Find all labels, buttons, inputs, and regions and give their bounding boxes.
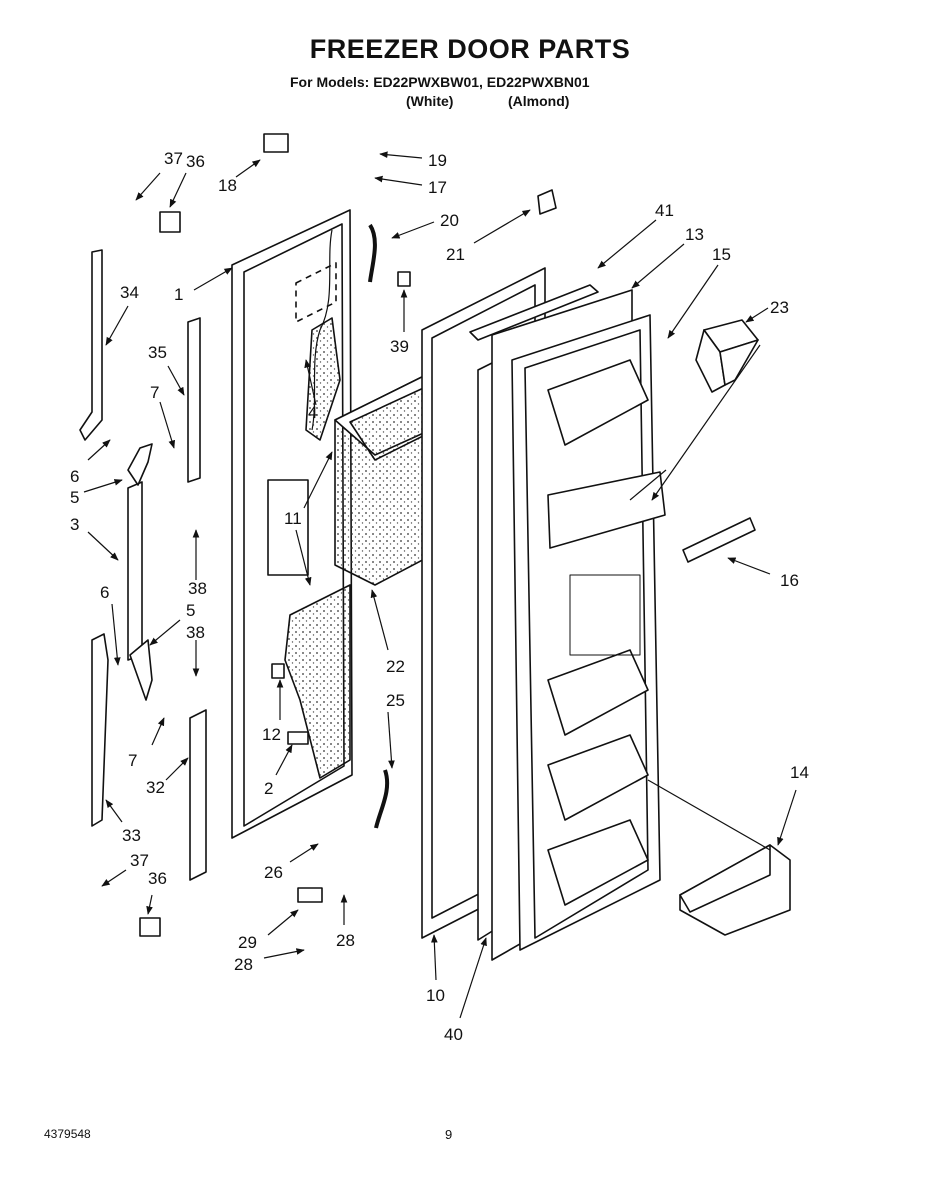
- hinge-lower: [129, 639, 153, 701]
- trim-strip-32: [189, 709, 207, 881]
- color-almond-label: (Almond): [508, 93, 570, 109]
- callout-28: 28: [336, 931, 355, 950]
- callout-17: 17: [428, 178, 447, 197]
- clip-36-upper: [159, 211, 181, 233]
- clip-12: [271, 663, 285, 679]
- hinge-upper: [127, 443, 153, 486]
- door-rail: [682, 517, 756, 563]
- callout-38: 38: [186, 623, 205, 642]
- callout-6: 6: [100, 583, 109, 602]
- callout-5: 5: [70, 488, 79, 507]
- page-number: 9: [445, 1127, 453, 1142]
- callout-1: 1: [174, 285, 183, 304]
- callout-40: 40: [444, 1025, 463, 1044]
- callout-37: 37: [130, 851, 149, 870]
- callout-15: 15: [712, 245, 731, 264]
- top-strip: [469, 284, 599, 341]
- trim-strip-3: [127, 481, 143, 661]
- callout-36: 36: [148, 869, 167, 888]
- page-title: FREEZER DOOR PARTS: [309, 34, 631, 64]
- callout-41: 41: [655, 201, 674, 220]
- model-list: For Models: ED22PWXBW01, ED22PWXBN01: [290, 74, 590, 90]
- callout-14: 14: [790, 763, 809, 782]
- callout-32: 32: [146, 778, 165, 797]
- callout-19: 19: [428, 151, 447, 170]
- callout-37: 37: [164, 149, 183, 168]
- trim-strip-33: [91, 633, 109, 827]
- callout-34: 34: [120, 283, 139, 302]
- callout-39: 39: [390, 337, 409, 356]
- bushing-21: [537, 189, 557, 215]
- callout-38: 38: [188, 579, 207, 598]
- callout-28: 28: [234, 955, 253, 974]
- callout-29: 29: [238, 933, 257, 952]
- document-number: 4379548: [44, 1127, 91, 1141]
- hinge-pin-2: [287, 731, 309, 745]
- callout-22: 22: [386, 657, 405, 676]
- color-white-label: (White): [406, 93, 454, 109]
- hinge-29: [297, 887, 323, 903]
- callout-11: 11: [284, 509, 302, 528]
- connector-18: [263, 133, 289, 153]
- ice-chute: [695, 319, 759, 393]
- callout-18: 18: [218, 176, 237, 195]
- clip-39: [397, 271, 411, 287]
- door-bin: [679, 844, 791, 936]
- callout-33: 33: [122, 826, 141, 845]
- callout-4: 4: [308, 403, 317, 422]
- callout-23: 23: [770, 298, 789, 317]
- callout-36: 36: [186, 152, 205, 171]
- callout-21: 21: [446, 245, 465, 264]
- callout-3: 3: [70, 515, 79, 534]
- callout-16: 16: [780, 571, 799, 590]
- clip-36-lower: [139, 917, 161, 937]
- callout-20: 20: [440, 211, 459, 230]
- callout-26: 26: [264, 863, 283, 882]
- callout-6: 6: [70, 467, 79, 486]
- tube-20: [368, 223, 377, 283]
- tube-25: [374, 769, 390, 829]
- door-panel: [231, 209, 353, 839]
- trim-strip-34: [79, 249, 103, 441]
- callout-7: 7: [150, 383, 159, 402]
- callout-10: 10: [426, 986, 445, 1005]
- door-liner: [511, 314, 666, 951]
- callout-5: 5: [186, 601, 195, 620]
- callout-12: 12: [262, 725, 281, 744]
- callout-35: 35: [148, 343, 167, 362]
- callout-13: 13: [685, 225, 704, 244]
- callout-2: 2: [264, 779, 273, 798]
- trim-strip-35: [187, 317, 201, 483]
- callout-7: 7: [128, 751, 137, 770]
- callout-labels: 37 36 18 19 17 20 21 41 13 15 23 34 1 39…: [70, 149, 809, 1044]
- callout-25: 25: [386, 691, 405, 710]
